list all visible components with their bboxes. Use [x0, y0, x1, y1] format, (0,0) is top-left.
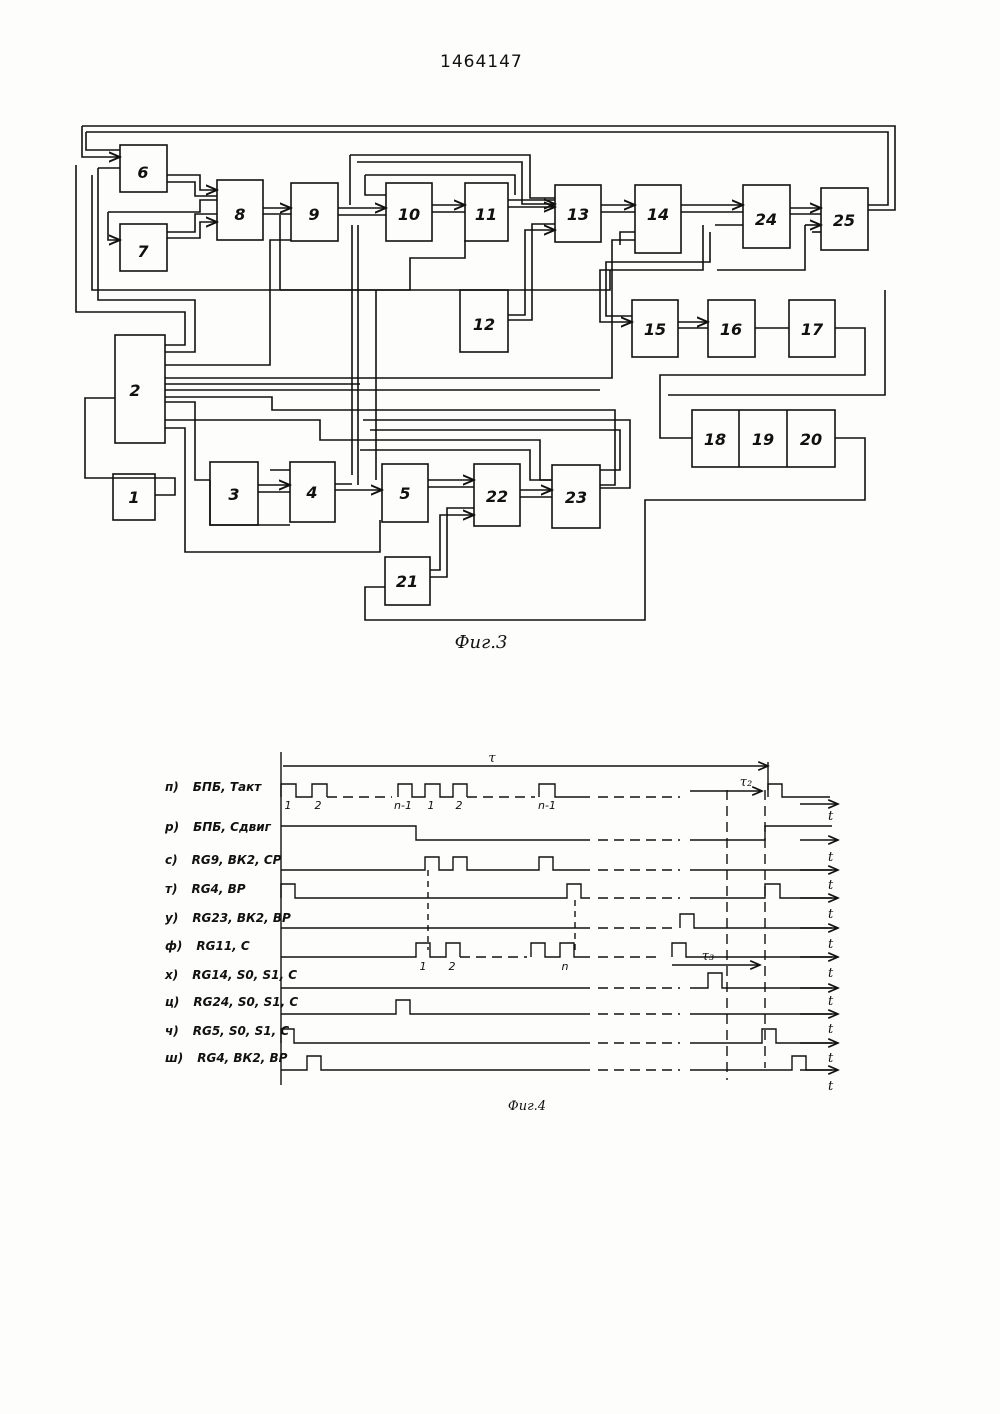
- block-8-label: 8: [234, 205, 245, 224]
- block-24-label: 24: [755, 210, 777, 229]
- signal-label-4: т)RG4, ВР: [165, 882, 246, 896]
- block-4-label: 4: [305, 483, 317, 502]
- t-axis-label-2: t: [828, 850, 834, 865]
- pulse-num-r1-1: 1: [285, 799, 292, 812]
- pulse-num-r1-3: n-1: [394, 799, 412, 812]
- fig4-labels: τ τ₂ τ₃ п)БПБ, Такт р)БПБ, Сдвиг с)RG9, …: [164, 751, 834, 1114]
- block-10-label: 10: [398, 205, 420, 224]
- pulse-num-r1-5: 2: [456, 799, 463, 812]
- signal-label-8: ц)RG24, S0, S1, С: [165, 995, 298, 1009]
- signal-label-6: ф)RG11, С: [165, 939, 250, 953]
- t-axis-label-1: t: [828, 809, 834, 824]
- block-22-label: 22: [486, 487, 508, 506]
- signal-label-7: х)RG14, S0, S1, С: [164, 968, 297, 982]
- signal-label-9: ч)RG5, S0, S1, С: [165, 1024, 289, 1038]
- t-axis-label-4: t: [828, 907, 834, 922]
- block-14-label: 14: [647, 205, 669, 224]
- tau3-label: τ₃: [702, 949, 714, 964]
- block-12-label: 12: [473, 315, 495, 334]
- block-20-label: 20: [800, 430, 822, 449]
- signal-label-1: п)БПБ, Такт: [165, 780, 262, 794]
- fig4-timing-diagram: [281, 752, 838, 1085]
- block-3-label: 3: [228, 485, 239, 504]
- fig4-caption: Фиг.4: [508, 1099, 546, 1114]
- signal-label-10: ш)RG4, ВК2, ВР: [165, 1051, 288, 1065]
- block-21-label: 21: [396, 572, 418, 591]
- block-1-label: 1: [128, 488, 139, 507]
- tau-label: τ: [488, 751, 496, 766]
- fig3-block-labels: 6 7 8 9 10 11 12 13 14 24 25 15 16 17 18…: [128, 163, 855, 653]
- t-axis-label-6: t: [828, 966, 834, 981]
- signal-label-5: у)RG23, ВК2, ВР: [165, 911, 291, 925]
- block-18-label: 18: [704, 430, 726, 449]
- pulse-num-r6-1: 1: [420, 960, 427, 973]
- block-2-label: 2: [129, 381, 140, 400]
- t-axis-label-8: t: [828, 1022, 834, 1037]
- t-axis-label-5: t: [828, 937, 834, 952]
- block-25-label: 25: [833, 211, 855, 230]
- block-13-label: 13: [567, 205, 589, 224]
- signal-label-3: с)RG9, ВК2, СР: [165, 853, 282, 867]
- block-15-label: 15: [644, 320, 666, 339]
- signal-label-2: р)БПБ, Сдвиг: [164, 820, 272, 834]
- block-5-label: 5: [399, 484, 410, 503]
- block-11-label: 11: [475, 205, 497, 224]
- t-axis-label-9: t: [828, 1051, 834, 1066]
- block-23-label: 23: [565, 488, 587, 507]
- block-17-label: 17: [801, 320, 824, 339]
- pulse-num-r6-2: 2: [449, 960, 456, 973]
- block-19-label: 19: [752, 430, 774, 449]
- t-axis-label-3: t: [828, 878, 834, 893]
- fig3-caption: Фиг.3: [455, 632, 508, 653]
- tau2-label: τ₂: [740, 775, 752, 790]
- block-9-label: 9: [308, 205, 319, 224]
- t-axis-label-10: t: [828, 1079, 834, 1094]
- block-6-label: 6: [137, 163, 148, 182]
- block-16-label: 16: [720, 320, 742, 339]
- pulse-num-r6-3: n: [562, 960, 569, 973]
- fig3-diagram: [76, 126, 895, 620]
- t-axis-label-7: t: [828, 994, 834, 1009]
- pulse-num-r1-4: 1: [428, 799, 435, 812]
- pulse-num-r1-6: n-1: [538, 799, 556, 812]
- pulse-num-r1-2: 2: [315, 799, 322, 812]
- block-7-label: 7: [137, 242, 149, 261]
